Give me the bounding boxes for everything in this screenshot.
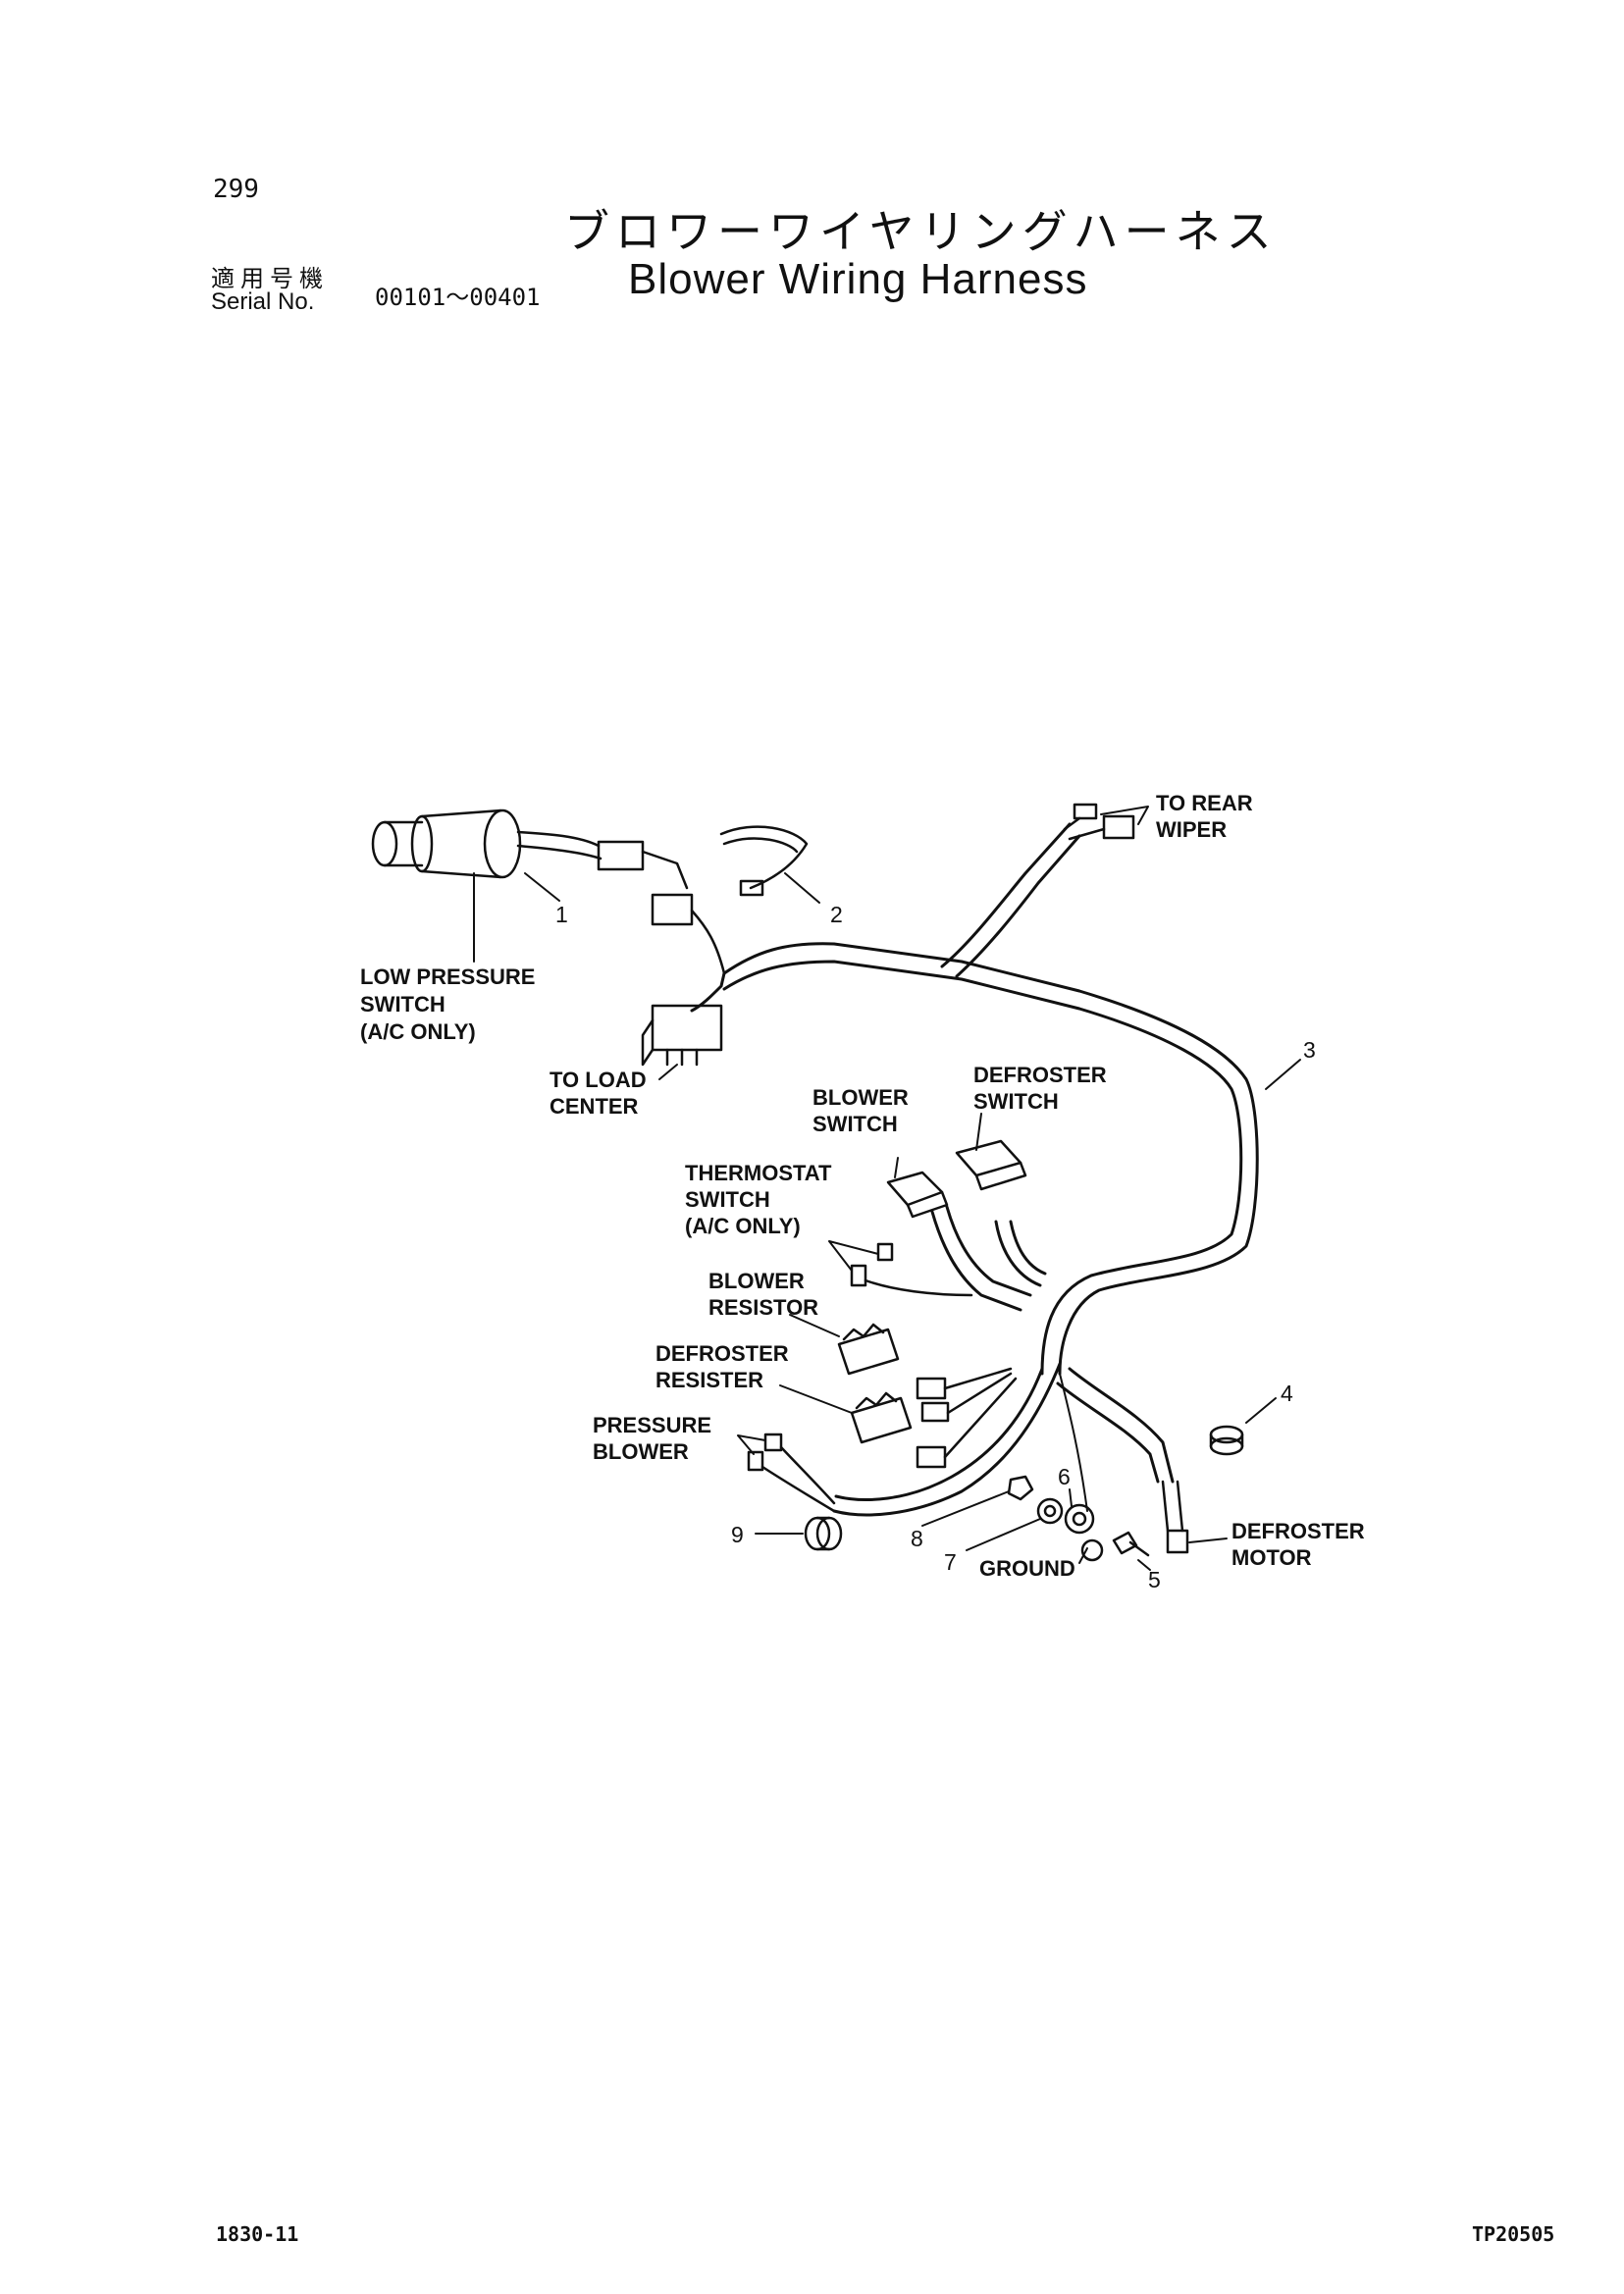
callout-2: 2: [830, 902, 843, 927]
label-line: MOTOR: [1231, 1545, 1312, 1570]
label-line: THERMOSTAT: [685, 1161, 832, 1185]
label-line: DEFROSTER: [1231, 1519, 1365, 1543]
to-load-center-label: TO LOAD CENTER: [550, 1068, 647, 1119]
nut-icon: [1007, 1475, 1034, 1501]
defroster-resister-icon: [850, 1391, 913, 1444]
serial-range: 00101～00401: [375, 284, 541, 311]
label-line: TO LOAD: [550, 1068, 647, 1092]
english-title: Blower Wiring Harness: [628, 255, 1088, 303]
label-line: (A/C ONLY): [360, 1019, 476, 1044]
label-line: BLOWER: [708, 1269, 805, 1293]
grommet-large-icon: [804, 1516, 843, 1551]
label-line: LOW PRESSURE: [360, 965, 535, 989]
defroster-resister-label: DEFROSTER RESISTER: [655, 1341, 789, 1392]
thermostat-switch-connector-icon: [850, 1242, 973, 1297]
callout-4: 4: [1281, 1381, 1293, 1406]
blower-switch-icon: [886, 1171, 949, 1219]
defroster-motor-connector-icon: [1161, 1480, 1189, 1554]
blower-resistor-label: BLOWER RESISTOR: [708, 1269, 818, 1320]
callout-7: 7: [944, 1549, 957, 1575]
ring-terminal-icon: [1064, 1503, 1104, 1562]
label-line: DEFROSTER: [973, 1063, 1107, 1087]
serial-label-en: Serial No.: [211, 288, 315, 315]
label-line: (A/C ONLY): [685, 1214, 801, 1238]
serial-label: 適用号機 Serial No.: [211, 267, 329, 314]
label-line: BLOWER: [812, 1085, 909, 1110]
bolt-icon: [1112, 1531, 1150, 1557]
low-pressure-switch-icon: [371, 808, 726, 975]
pressure-blower-connector-icon: [747, 1433, 836, 1513]
cable-tie-icon: [719, 825, 809, 897]
callout-9: 9: [731, 1522, 744, 1547]
label-line: SWITCH: [812, 1112, 898, 1136]
footer-page-code: 1830-11: [216, 2222, 299, 2246]
label-line: RESISTER: [655, 1368, 763, 1392]
blower-resistor-icon: [837, 1323, 900, 1376]
footer-reference: TP20505: [1472, 2222, 1555, 2246]
label-line: WIPER: [1156, 817, 1227, 842]
load-center-connector-icon: [641, 1004, 723, 1067]
callout-5: 5: [1148, 1567, 1161, 1592]
blower-switch-label: BLOWER SWITCH: [812, 1085, 909, 1136]
leader-lines: [473, 806, 1301, 1571]
grommet-icon: [1209, 1425, 1244, 1456]
label-line: TO REAR: [1156, 791, 1253, 815]
serial-label-jp: 適用号機: [211, 265, 329, 292]
washer-icon: [1036, 1497, 1064, 1525]
rear-wiper-connector-icon: [1063, 803, 1135, 841]
label-line: CENTER: [550, 1094, 639, 1119]
pressure-blower-label: PRESSURE BLOWER: [593, 1413, 711, 1464]
callout-6: 6: [1058, 1464, 1071, 1489]
resistor-connectors-icon: [916, 1367, 1018, 1469]
label-line: SWITCH: [685, 1187, 770, 1212]
callout-3: 3: [1303, 1037, 1316, 1063]
japanese-title: ブロワーワイヤリングハーネス: [564, 205, 1278, 258]
label-line: RESISTOR: [708, 1295, 818, 1320]
label-line: SWITCH: [973, 1089, 1059, 1114]
low-pressure-switch-label: LOW PRESSURE SWITCH (A/C ONLY): [360, 965, 535, 1044]
label-line: SWITCH: [360, 992, 445, 1017]
label-line: BLOWER: [593, 1439, 689, 1464]
defroster-motor-label: DEFROSTER MOTOR: [1231, 1519, 1365, 1570]
callout-numbers: 1 2 3 4 5 6 7 8 9: [555, 902, 1316, 1592]
label-line: DEFROSTER: [655, 1341, 789, 1366]
callout-8: 8: [911, 1526, 923, 1551]
defroster-switch-label: DEFROSTER SWITCH: [973, 1063, 1107, 1114]
label-line: PRESSURE: [593, 1413, 711, 1437]
defroster-switch-icon: [955, 1139, 1027, 1191]
page-number: 299: [213, 175, 259, 204]
callout-1: 1: [555, 902, 568, 927]
thermostat-switch-label: THERMOSTAT SWITCH (A/C ONLY): [685, 1161, 832, 1238]
ground-label: GROUND: [979, 1556, 1075, 1581]
main-harness: [690, 822, 1259, 1517]
to-rear-wiper-label: TO REAR WIPER: [1156, 791, 1253, 842]
